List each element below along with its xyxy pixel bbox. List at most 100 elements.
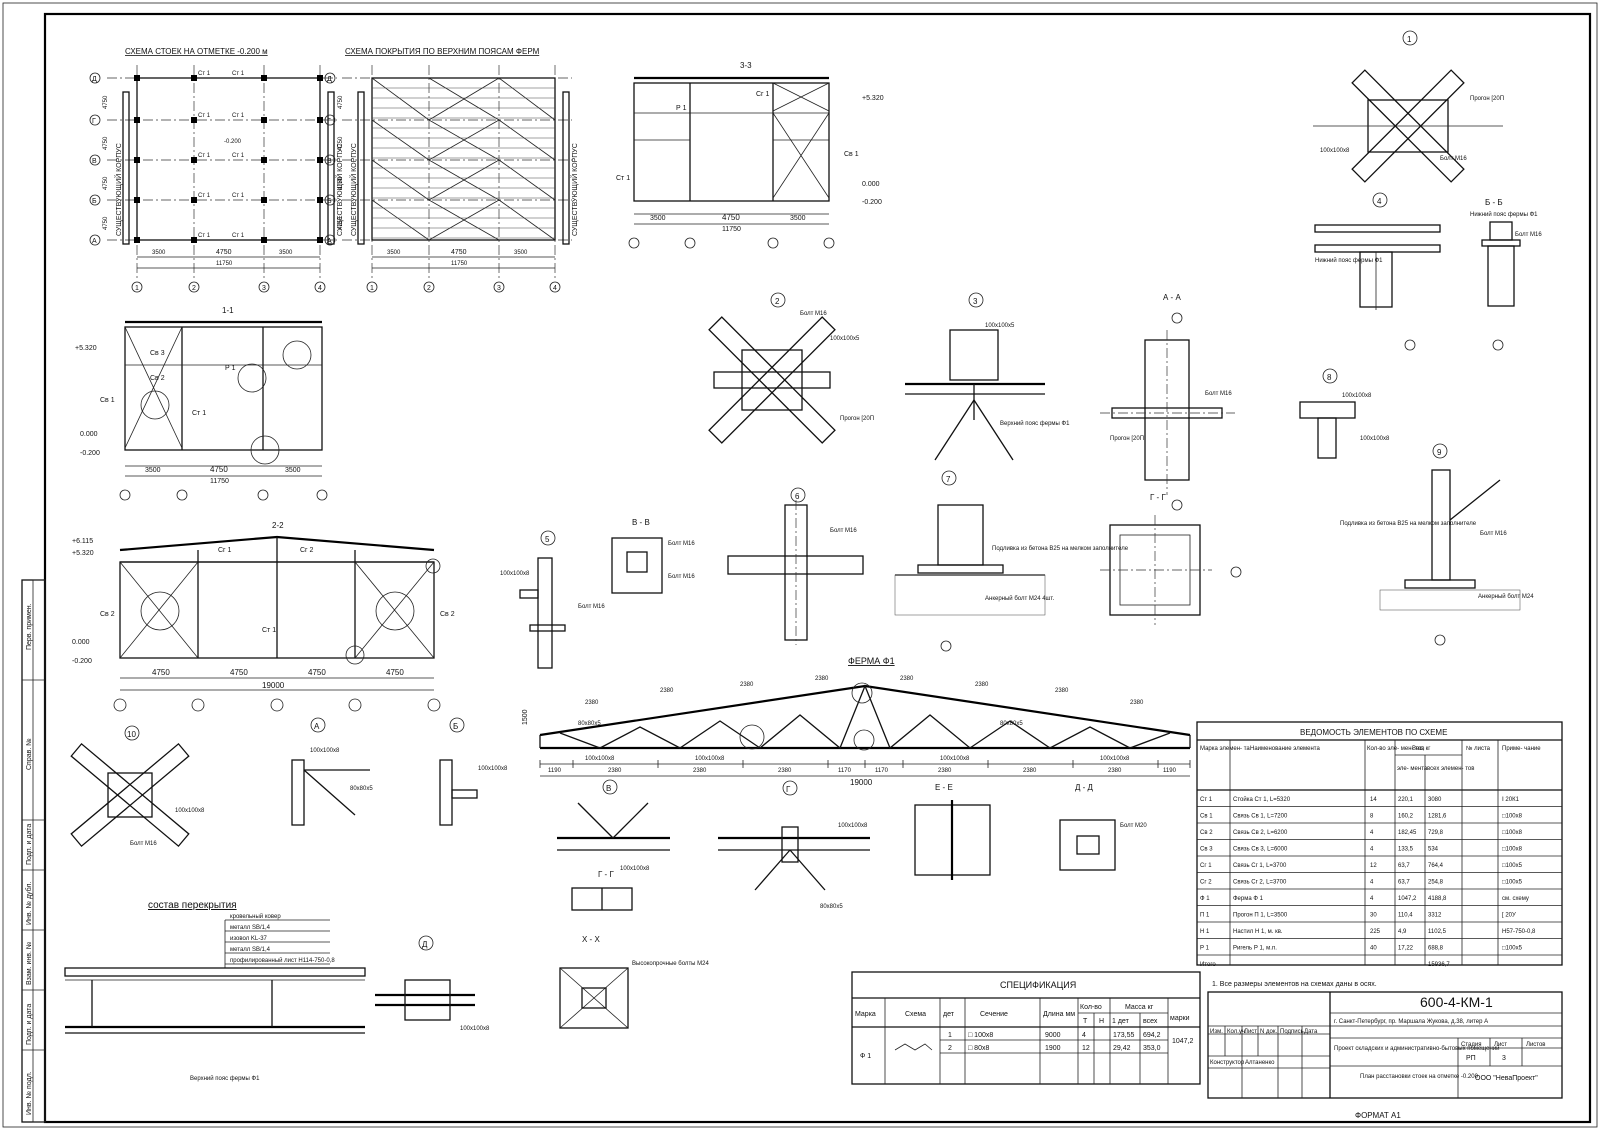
detail-dd: Д - Д Болт М20 (1059, 783, 1147, 871)
d-dd-bolt: Болт М20 (1120, 823, 1147, 829)
ved-h-1: Наименование элемента (1250, 746, 1320, 752)
d-a-web: 80х80х5 (350, 786, 373, 792)
spec-sub-0: Т (1083, 1018, 1088, 1025)
column-label: Ст 1 (232, 233, 245, 239)
ved-sub-0: эле- мента (1397, 766, 1428, 772)
ved-cell: 3312 (1428, 913, 1442, 919)
ved-cell: Н 1 (1200, 929, 1210, 935)
ved-cell: 225 (1370, 929, 1381, 935)
roof-chord: Верхний пояс фермы Ф1 (190, 1075, 260, 1082)
col-axis-label: 1 (370, 285, 374, 292)
ved-title: ВЕДОМОСТЬ ЭЛЕМЕНТОВ ПО СХЕМЕ (1300, 728, 1447, 737)
detail-8: 8 100х100х8 100х100х8 (1299, 368, 1390, 459)
ved-cell: Н57-750-0,8 (1502, 929, 1536, 935)
spec-cell: □ 80х8 (968, 1045, 989, 1052)
column-label: Ст 1 (232, 193, 245, 199)
ved-cell: Прогон П 1, L=3500 (1233, 913, 1288, 919)
s33-elev-0: 0.000 (862, 181, 880, 188)
ved-cell: 4 (1370, 896, 1374, 902)
svg-text:Г: Г (786, 785, 791, 794)
roof-layer: профилированный лист Н114-750-0,8 (230, 957, 335, 964)
stamp-col-label: Кол.уч. (1227, 1029, 1247, 1035)
svg-text:5: 5 (545, 535, 550, 544)
column-marker (317, 237, 323, 243)
row-axis-marker (324, 114, 336, 126)
s22-cg2: Сг 2 (300, 547, 314, 554)
column-marker (191, 117, 197, 123)
ved-cell: Связь Св 3, L=6000 (1233, 847, 1288, 853)
row-axis-label: В (327, 158, 332, 165)
plan-dim: 3500 (279, 250, 293, 256)
s33-label-cg: Сг 1 (756, 91, 770, 98)
ved-cell: Р 1 (1200, 946, 1210, 952)
d7-anchor: Анкерный болт М24 4шт. (985, 595, 1054, 602)
spec-h-7: марки (1170, 1015, 1190, 1022)
spec-cell: 694,2 (1143, 1032, 1161, 1039)
d7-grout: Подливка из бетона В25 на мелком заполни… (992, 546, 1129, 552)
d2-gnd: 100х100х5 (830, 336, 860, 342)
section-1-1-title: 1-1 (222, 306, 234, 315)
detail-aa: А - А Болт М16 Прогон [20П (1100, 293, 1235, 511)
plan-roof: СХЕМА ПОКРЫТИЯ ПО ВЕРХНИМ ПОЯСАМ ФЕРМ ДГ… (324, 47, 579, 293)
truss-web-2: 80х80х5 (1000, 721, 1023, 727)
col-axis-label: 4 (318, 285, 322, 292)
col-axis-marker (258, 281, 270, 293)
roof-title: состав перекрытия (148, 900, 237, 911)
row-axis-label: А (327, 238, 332, 245)
d-vv-bolt: Болт М16 (668, 541, 695, 547)
column-marker (317, 117, 323, 123)
ved-cell: 729,8 (1428, 830, 1444, 836)
d3-chord: Верхний пояс фермы Ф1 (1000, 420, 1070, 427)
row-axis-label: А (92, 238, 97, 245)
s22-cg1: Сг 1 (218, 547, 232, 554)
detail-9: 9 Подливка из бетона В25 на мелком запол… (1340, 443, 1534, 646)
d1-gnd: 100х100х8 (1320, 148, 1350, 154)
row-axis-marker (89, 72, 101, 84)
svg-text:6: 6 (795, 492, 800, 501)
detail-gg: Г - Г (1100, 493, 1242, 625)
truss-top-dim: 2380 (975, 682, 989, 688)
s33-label-st: Ст 1 (616, 175, 630, 182)
truss-dim: 1190 (1163, 768, 1177, 774)
truss-bot-3: 100х100х8 (940, 756, 970, 762)
svg-text:4: 4 (1377, 197, 1382, 206)
d2-bolt: Болт М16 (800, 311, 827, 317)
d-aa-bolt: Болт М16 (1205, 391, 1232, 397)
stamp-stage-label: Стадия (1461, 1042, 1481, 1048)
stamp-col-label: N док. (1260, 1029, 1277, 1035)
col-axis-marker (366, 281, 378, 293)
col-axis-marker (493, 281, 505, 293)
column-label: Ст 1 (198, 113, 211, 119)
ved-cell: 133,5 (1398, 847, 1414, 853)
plan-dim: 4750 (216, 249, 232, 256)
ved-cell: 4 (1370, 880, 1374, 886)
s33-label-r1: Р 1 (676, 105, 687, 112)
column-marker (191, 197, 197, 203)
ved-h-3: Вес, кг (1412, 746, 1431, 752)
d-aa-title: А - А (1163, 293, 1181, 302)
ved-cell: 220,1 (1398, 797, 1414, 803)
plan-dim: 4750 (451, 249, 467, 256)
spec-cell: □ 100х8 (968, 1032, 993, 1039)
row-axis-marker (324, 234, 336, 246)
svg-text:1: 1 (1407, 35, 1412, 44)
truss-dim: 2380 (608, 768, 622, 774)
svg-text:Б: Б (453, 722, 458, 731)
detail-4: 4 Нижний пояс фермы Ф1 (1314, 192, 1441, 310)
column-marker (261, 117, 267, 123)
stamp-person: Алтаненко (1245, 1060, 1275, 1066)
plan-side-dim: 4750 (103, 95, 109, 109)
ved-cell: □100х5 (1502, 863, 1523, 869)
ved-cell: Ригель Р 1, м.п. (1233, 946, 1277, 952)
d-gg2-title: Г - Г (598, 870, 614, 879)
inner-frame (43, 12, 1592, 1124)
ved-total-value: 15936,7 (1428, 962, 1450, 968)
svg-text:В: В (606, 784, 611, 793)
ved-cell: 110,4 (1398, 913, 1413, 919)
